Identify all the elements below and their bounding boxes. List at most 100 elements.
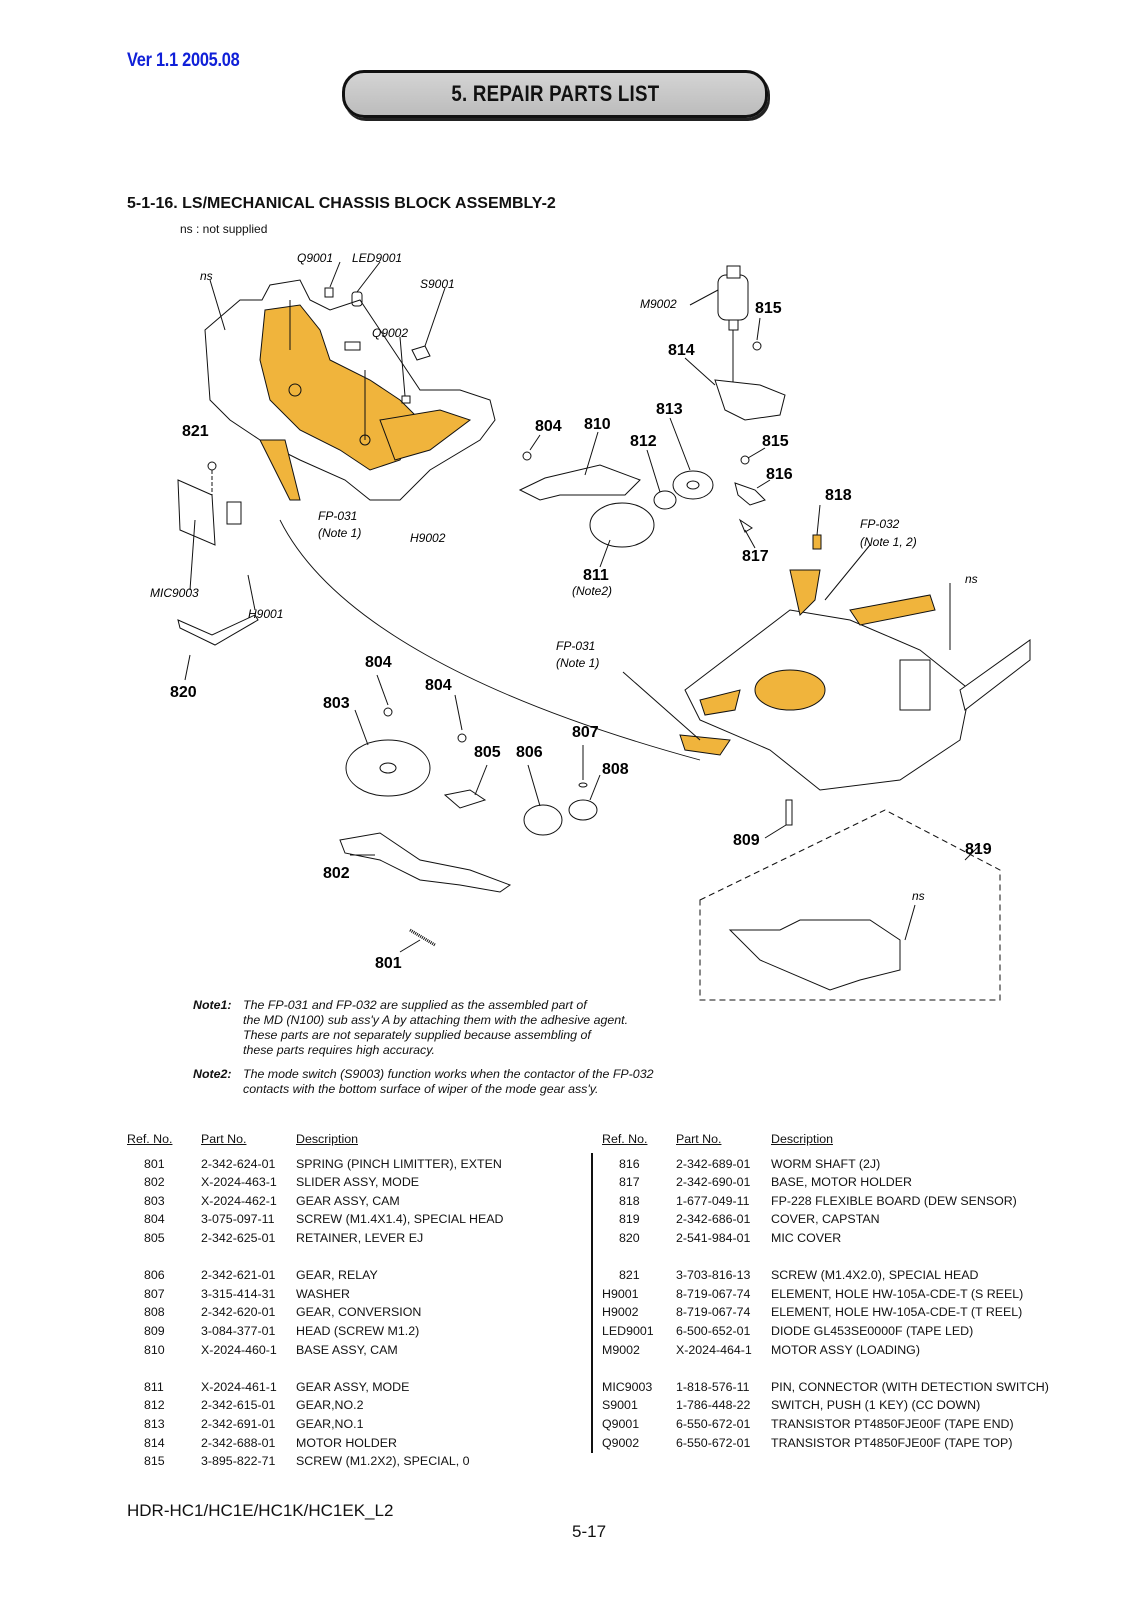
part-no-cell: 3-084-377-01	[201, 1323, 276, 1338]
part-no-cell: 3-895-822-71	[201, 1454, 276, 1469]
notes-block: Note1: The FP-031 and FP-032 are supplie…	[193, 998, 653, 1106]
part-no-cell: X-2024-464-1	[676, 1342, 752, 1357]
ref-no-cell: MIC9003	[602, 1379, 653, 1394]
label-s9001: S9001	[420, 277, 455, 291]
label-804a: 804	[535, 418, 562, 435]
part-no-cell: 6-550-672-01	[676, 1435, 751, 1450]
part-no-cell: 2-342-615-01	[201, 1398, 276, 1413]
screw-815b	[740, 455, 750, 465]
footer-model: HDR-HC1/HC1E/HC1K/HC1EK_L2	[127, 1501, 394, 1520]
description-cell: ELEMENT, HOLE HW-105A-CDE-T (S REEL)	[771, 1286, 1024, 1301]
screw-815a	[752, 341, 762, 351]
note-key: Note1:	[193, 998, 232, 1012]
main-deck	[679, 569, 1031, 791]
part-no-cell: 8-719-067-74	[676, 1305, 751, 1320]
description-cell: GEAR ASSY, MODE	[296, 1379, 410, 1394]
s9001-part	[411, 345, 431, 361]
led-holder	[344, 341, 361, 351]
label-809: 809	[733, 832, 760, 849]
ref-no-cell: 803	[144, 1193, 165, 1208]
screw-804c	[457, 733, 467, 743]
description-cell: ELEMENT, HOLE HW-105A-CDE-T (T REEL)	[771, 1305, 1023, 1320]
washer-807	[578, 782, 588, 788]
description-cell: BASE, MOTOR HOLDER	[771, 1175, 912, 1190]
label-814: 814	[668, 342, 695, 359]
ref-no-cell: H9001	[602, 1286, 639, 1301]
part-no-cell: X-2024-461-1	[201, 1379, 277, 1394]
description-cell: GEAR,NO.2	[296, 1398, 364, 1413]
description-cell: SCREW (M1.4X2.0), SPECIAL HEAD	[771, 1268, 979, 1283]
ref-no-cell: Q9002	[602, 1435, 640, 1450]
header-part-no: Part No.	[201, 1132, 247, 1146]
description-cell: FP-228 FLEXIBLE BOARD (DEW SENSOR)	[771, 1193, 1017, 1208]
mic-cover-820	[177, 614, 259, 646]
header-ref-no: Ref. No.	[602, 1132, 648, 1146]
label-q9001: Q9001	[297, 251, 333, 265]
table-header: Ref. No. Part No. Description	[127, 1130, 503, 1149]
header-description: Description	[296, 1132, 358, 1146]
description-cell: GEAR ASSY, CAM	[296, 1193, 400, 1208]
part-no-cell: X-2024-463-1	[201, 1175, 277, 1190]
description-cell: WASHER	[296, 1286, 350, 1301]
ref-no-cell: 812	[144, 1398, 165, 1413]
chapter-title: 5. REPAIR PARTS LIST	[450, 81, 660, 106]
table-row: 807 3-315-414-31 WASHER	[127, 1285, 503, 1304]
part-no-cell: 2-342-625-01	[201, 1230, 276, 1245]
part-no-cell: 1-677-049-11	[676, 1193, 750, 1208]
label-813: 813	[656, 401, 683, 418]
retainer-805	[443, 789, 487, 809]
description-cell: SLIDER ASSY, MODE	[296, 1175, 420, 1190]
label-820: 820	[170, 684, 197, 701]
part-no-cell: 1-786-448-22	[676, 1398, 751, 1413]
description-cell: BASE ASSY, CAM	[296, 1342, 398, 1357]
note-key: Note2:	[193, 1067, 232, 1081]
label-note2: (Note2)	[572, 584, 612, 598]
part-no-cell: 2-342-620-01	[201, 1305, 276, 1320]
label-808: 808	[602, 761, 629, 778]
label-q9002: Q9002	[372, 326, 408, 340]
label-821: 821	[182, 423, 209, 440]
part-no-cell: 3-075-097-11	[201, 1212, 275, 1227]
capstan-cover-819	[699, 809, 1001, 1001]
part-no-cell: 2-342-691-01	[201, 1416, 276, 1431]
label-810: 810	[584, 416, 611, 433]
table-row: 802 X-2024-463-1 SLIDER ASSY, MODE	[127, 1173, 503, 1192]
description-cell: RETAINER, LEVER EJ	[296, 1230, 424, 1245]
ref-no-cell: 801	[144, 1156, 165, 1171]
description-cell: GEAR, CONVERSION	[296, 1305, 422, 1320]
row-group-spacer	[127, 1248, 503, 1267]
label-ns-right: ns	[965, 572, 978, 586]
note-1: Note1: The FP-031 and FP-032 are supplie…	[193, 998, 653, 1058]
label-805: 805	[474, 744, 501, 761]
description-cell: WORM SHAFT (2J)	[771, 1156, 881, 1171]
ref-no-cell: 807	[144, 1286, 165, 1301]
note-line: the MD (N100) sub ass'y A by attaching t…	[243, 1013, 629, 1027]
description-cell: GEAR,NO.1	[296, 1416, 364, 1431]
gear-813	[672, 470, 714, 500]
chapter-title-banner: 5. REPAIR PARTS LIST	[342, 70, 768, 118]
part-no-cell: 3-315-414-31	[201, 1286, 276, 1301]
base-assy-cam-810	[518, 464, 641, 501]
head-screw-809	[785, 799, 793, 826]
ref-no-cell: 802	[144, 1175, 165, 1190]
q9002-part	[401, 395, 411, 404]
motor-m9002	[717, 265, 749, 390]
table-header: Ref. No. Part No. Description	[602, 1130, 1049, 1149]
ref-no-cell: 817	[619, 1175, 640, 1190]
column-divider	[591, 1153, 593, 1453]
ref-no-cell: 811	[144, 1379, 164, 1394]
description-cell: GEAR, RELAY	[296, 1268, 378, 1283]
